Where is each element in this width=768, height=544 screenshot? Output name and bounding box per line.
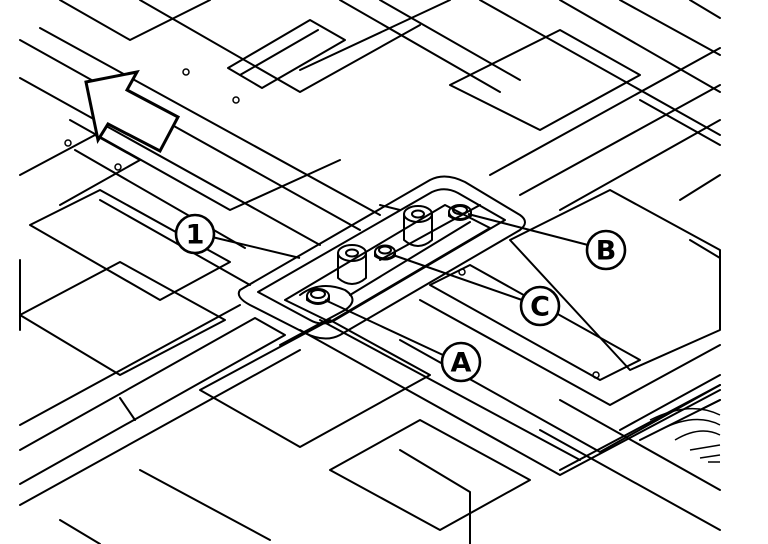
leader-lines [211, 213, 589, 356]
mount-bracket [237, 175, 526, 340]
callout-b-label: B [596, 236, 617, 267]
floor-panel-lines [19, 0, 721, 544]
callout-a: A [440, 341, 482, 383]
callout-c-label: C [530, 292, 550, 323]
callout-b: B [585, 229, 627, 271]
callout-1-label: 1 [186, 220, 205, 251]
callout-1: 1 [174, 213, 216, 255]
mount-bushing-right [403, 205, 433, 247]
callout-a-label: A [451, 348, 472, 379]
panel-holes [64, 68, 600, 379]
nut-b-icon [448, 204, 472, 221]
front-direction-arrow-icon [84, 69, 181, 154]
mount-bushing-left [337, 244, 367, 285]
nut-a-icon [306, 288, 330, 305]
callout-c: C [519, 285, 561, 327]
